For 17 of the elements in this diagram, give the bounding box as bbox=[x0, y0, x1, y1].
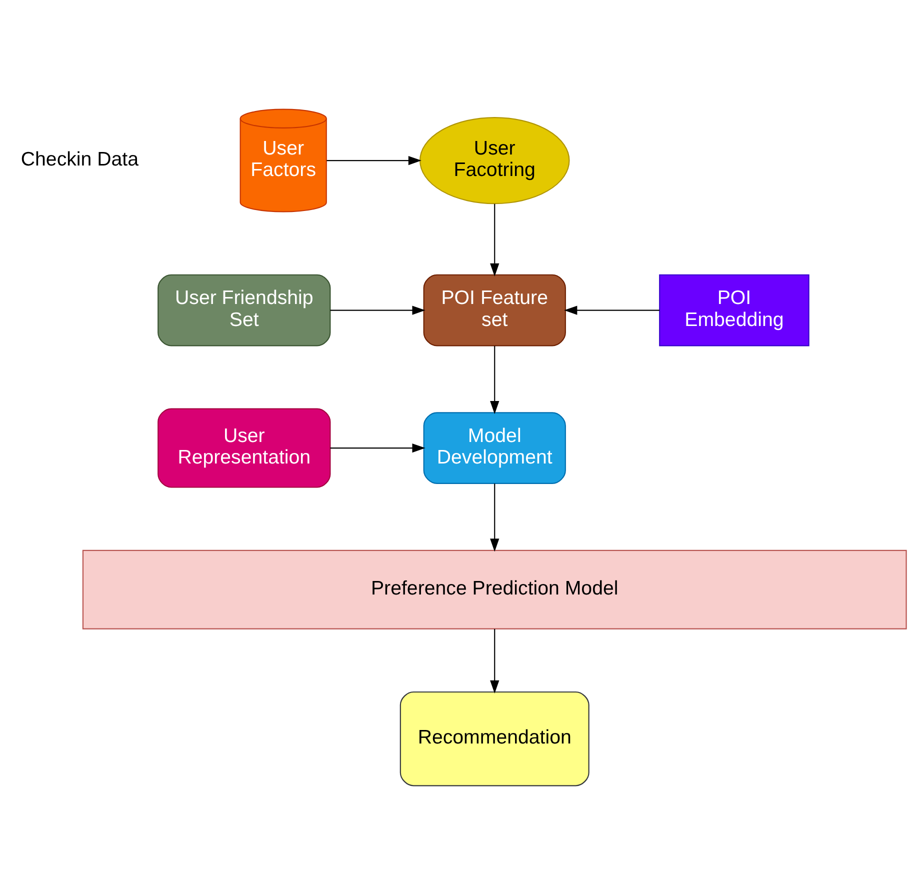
arrow bbox=[490, 345, 500, 414]
arrow bbox=[330, 442, 426, 452]
node-box: POI Embedding bbox=[659, 274, 810, 346]
node-box: Model Development bbox=[423, 412, 566, 484]
node-box: POI Feature set bbox=[423, 274, 566, 346]
arrow bbox=[490, 203, 500, 276]
arrow bbox=[330, 305, 426, 314]
node-ellipse: User Facotring bbox=[419, 116, 570, 204]
arrow bbox=[564, 305, 660, 314]
label: Checkin Data bbox=[20, 148, 139, 170]
node-box: User Representation bbox=[158, 408, 331, 488]
arrow bbox=[490, 483, 500, 552]
node-box: User Friendship Set bbox=[158, 274, 331, 346]
arrow bbox=[490, 628, 500, 693]
node-box: Recommendation bbox=[400, 690, 590, 786]
node-box: Preference Prediction Model bbox=[82, 549, 907, 629]
arrow bbox=[326, 155, 422, 165]
